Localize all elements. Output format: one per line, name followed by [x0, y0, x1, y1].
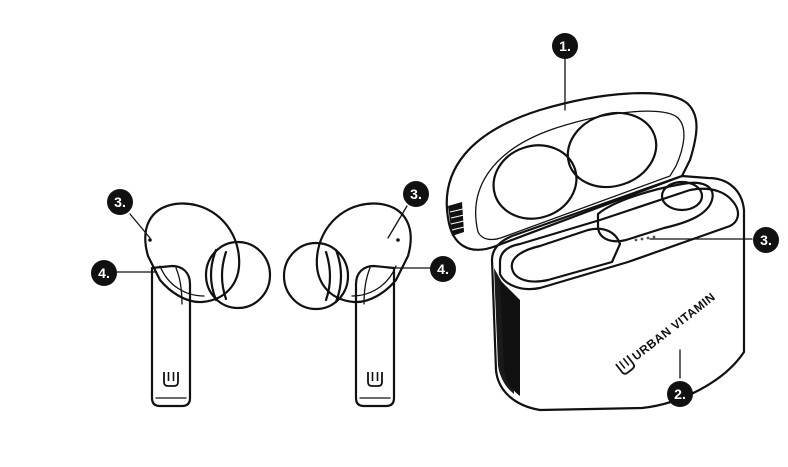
hinge — [448, 202, 465, 236]
logo-icon — [367, 372, 383, 387]
left-earbud — [144, 202, 272, 408]
urban-vitamin-logo-icon — [615, 354, 635, 375]
callout-label: 2. — [674, 386, 686, 402]
led-indicator — [634, 235, 656, 242]
right-earbud — [282, 202, 412, 408]
callout-3-mid: 3. — [403, 181, 429, 207]
brand-name: URBAN VITAMIN — [629, 290, 718, 364]
leader-lines — [116, 57, 753, 379]
mic-dot — [396, 238, 400, 242]
callout-4-left: 4. — [91, 260, 117, 286]
callout-label: 3. — [114, 194, 126, 210]
callout-3-left: 3. — [107, 189, 133, 215]
callout-label: 3. — [760, 232, 772, 248]
callout-label: 1. — [559, 38, 571, 54]
case-brand: URBAN VITAMIN — [615, 290, 718, 375]
logo-icon — [163, 372, 179, 387]
callout-3-right: 3. — [753, 227, 779, 253]
callout-label: 3. — [410, 186, 422, 202]
charging-case: URBAN VITAMIN — [445, 92, 746, 412]
mic-dot — [148, 238, 152, 242]
callout-label: 4. — [437, 261, 449, 277]
callout-label: 4. — [98, 265, 110, 281]
callout-4-mid: 4. — [430, 256, 456, 282]
callout-1: 1. — [552, 33, 578, 59]
callout-2: 2. — [667, 381, 693, 407]
